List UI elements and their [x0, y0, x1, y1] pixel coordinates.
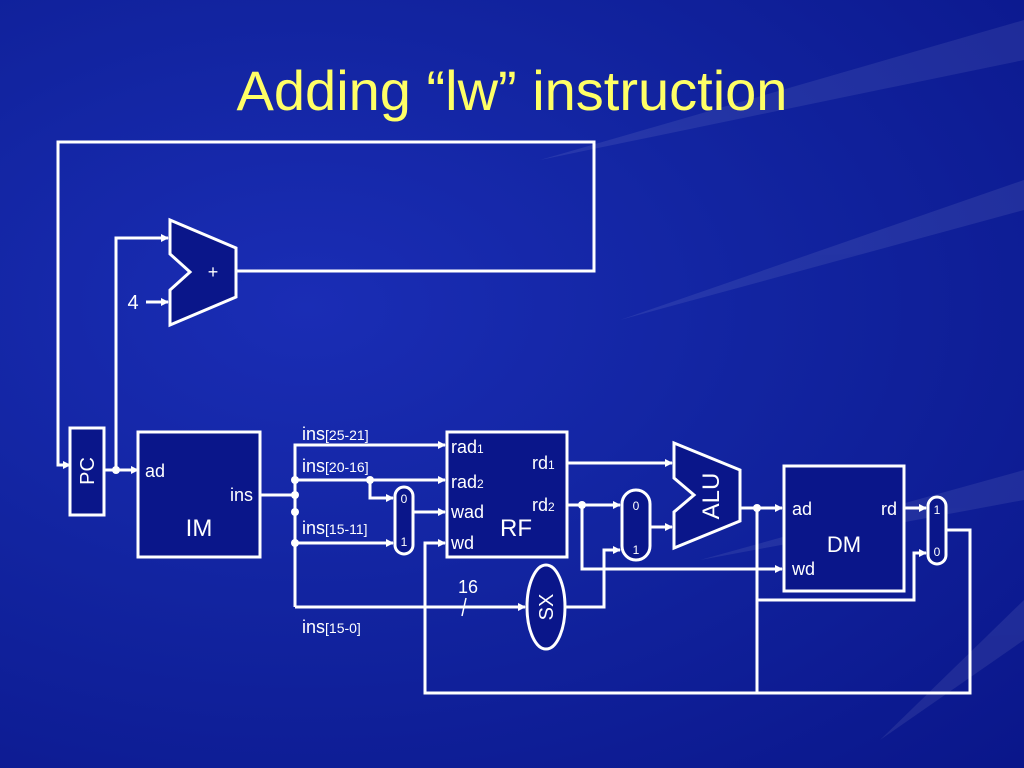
svg-text:1: 1 — [934, 503, 941, 517]
pc-label: PC — [77, 457, 99, 485]
wire-pc-next — [56, 140, 596, 469]
junction-dot — [112, 466, 120, 474]
svg-text:0: 0 — [633, 499, 640, 513]
sx-name: SX — [536, 594, 558, 621]
sign-extender: SX — [525, 563, 567, 651]
data-memory: ad rd wd DM — [782, 464, 906, 593]
field-label-15-11: ins[15-11] — [302, 518, 368, 538]
wire-alu-to-wbmux — [757, 549, 927, 602]
wire-writeback — [423, 528, 972, 695]
dm-port-rd: rd — [881, 499, 897, 519]
mux-writeback: 1 0 — [926, 495, 948, 566]
rf-name: RF — [500, 515, 532, 542]
wire-rt-to-mux — [368, 480, 394, 502]
svg-text:0: 0 — [934, 545, 941, 559]
wire-rs — [293, 441, 446, 452]
rf-port-wad: wad — [450, 502, 484, 522]
rf-port-wd: wd — [450, 533, 474, 553]
slide-title: Adding “lw” instruction — [237, 59, 788, 122]
field-label-20-16: ins[20-16] — [302, 456, 369, 476]
dm-name: DM — [827, 532, 861, 557]
rf-port-rad1: rad1 — [451, 437, 484, 457]
dm-port-wd: wd — [791, 559, 815, 579]
const-four: 4 — [127, 292, 138, 314]
register-file: rad1 rad2 wad wd rd1 rd2 RF — [445, 430, 569, 559]
wire-rd2-to-wd — [580, 505, 783, 573]
sx-bit-width: 16 — [458, 577, 478, 597]
im-port-ins: ins — [230, 485, 253, 505]
field-label-15-0: ins[15-0] — [302, 617, 361, 637]
wire-sx-out — [565, 546, 621, 609]
rf-port-rd2: rd2 — [532, 495, 555, 515]
mux-alu-src: 0 1 — [620, 488, 652, 562]
alu-name: ALU — [698, 473, 725, 520]
alu: ALU — [672, 440, 742, 551]
junction-dot — [291, 508, 299, 516]
im-name: IM — [186, 515, 213, 542]
instruction-memory: ad ins IM — [136, 430, 262, 559]
dm-port-ad: ad — [792, 499, 812, 519]
svg-text:0: 0 — [401, 492, 408, 506]
rf-port-rad2: rad2 — [451, 472, 484, 492]
junction-dot — [291, 491, 299, 499]
pc-register: PC — [68, 426, 106, 517]
mux-write-address: 0 1 — [393, 485, 415, 556]
svg-text:1: 1 — [401, 535, 408, 549]
field-label-25-21: ins[25-21] — [302, 424, 369, 444]
background-streaks — [540, 20, 1024, 740]
svg-text:1: 1 — [633, 543, 640, 557]
pc-adder: + — [168, 217, 238, 328]
rf-port-rd1: rd1 — [532, 453, 555, 473]
im-port-ad: ad — [145, 461, 165, 481]
adder-op: + — [208, 262, 219, 282]
wire-pc-to-adder — [114, 234, 169, 470]
bus-slash — [461, 597, 467, 617]
